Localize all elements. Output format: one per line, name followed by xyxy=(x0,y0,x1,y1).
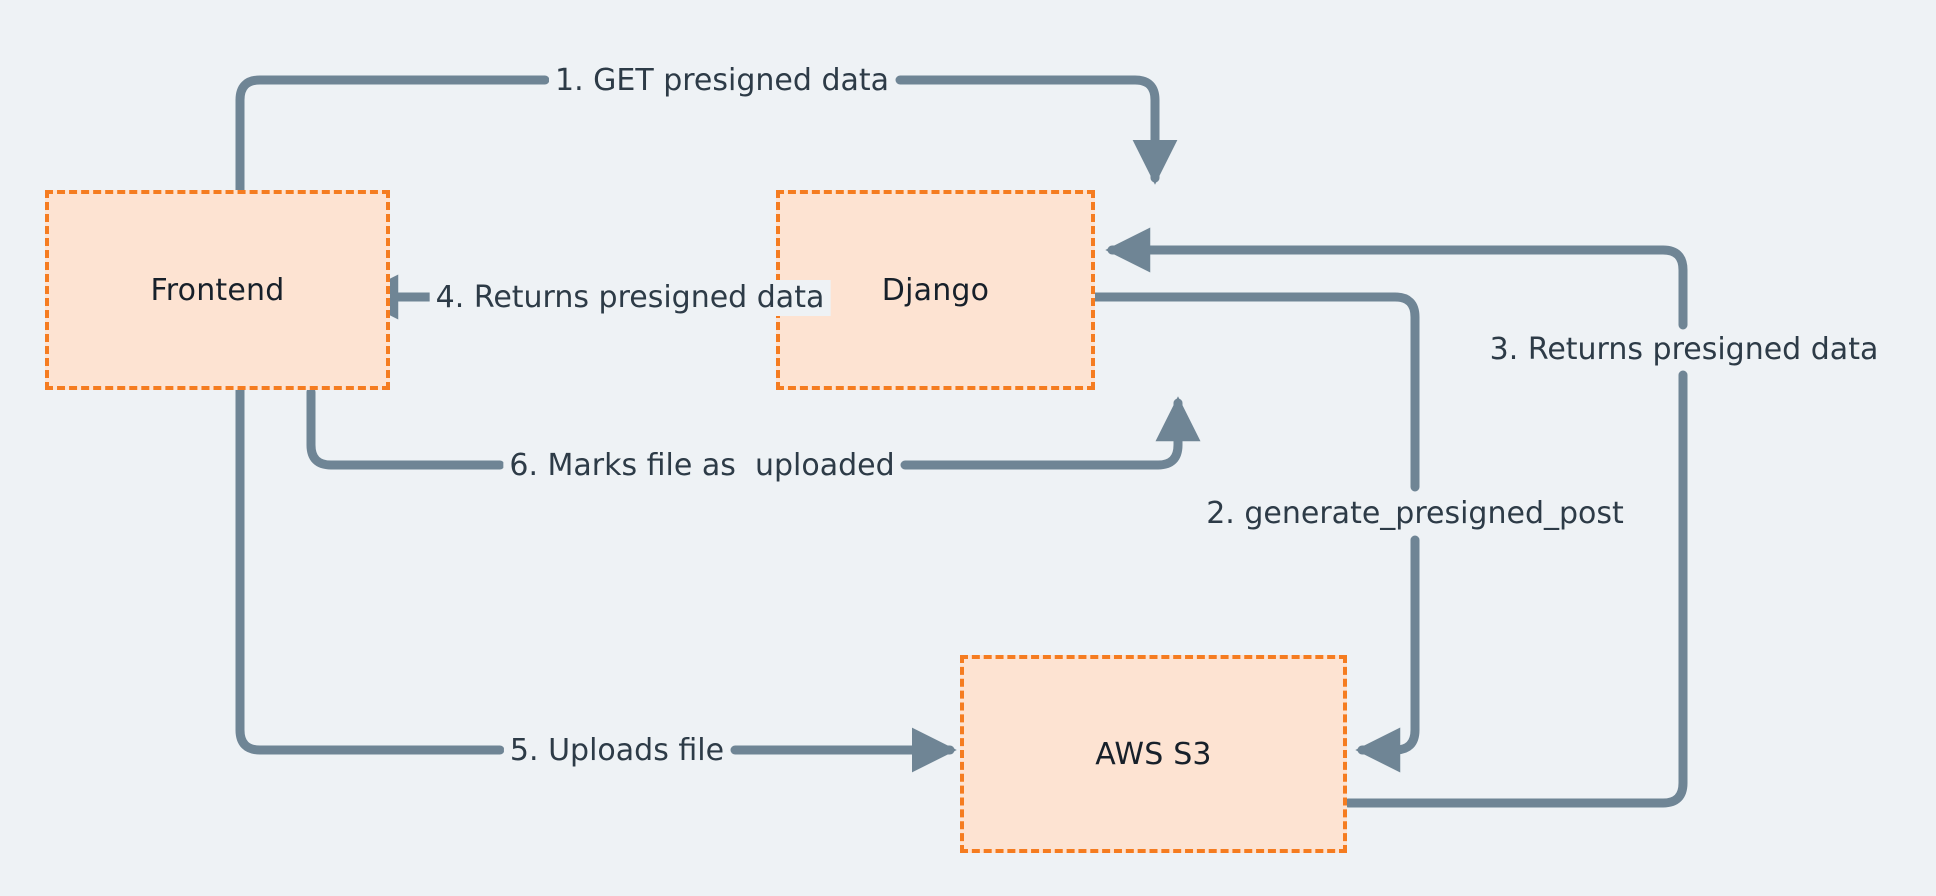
node-frontend-label: Frontend xyxy=(150,272,285,308)
edge-5-path-left xyxy=(235,385,505,755)
node-django-label: Django xyxy=(881,272,990,308)
edge-2-path-bottom xyxy=(1355,535,1420,773)
node-aws-s3[interactable]: AWS S3 xyxy=(960,655,1347,853)
edge-6-path-right xyxy=(900,396,1201,470)
edge-label-5: 5. Uploads file xyxy=(503,733,731,769)
edge-label-2: 2. generate_presigned_post xyxy=(1200,496,1630,532)
edge-2-path-top xyxy=(1090,292,1420,492)
edge-3-path-top xyxy=(1105,227,1688,330)
edge-label-4: 4. Returns presigned data xyxy=(429,280,831,316)
node-aws-s3-label: AWS S3 xyxy=(1095,736,1212,772)
edge-label-3: 3. Returns presigned data xyxy=(1483,332,1885,368)
edge-1-path-left xyxy=(235,75,550,195)
edge-3-path-bottom xyxy=(1343,370,1688,808)
edge-1-path-right xyxy=(895,75,1178,185)
edge-6-path-left xyxy=(306,387,505,470)
node-frontend[interactable]: Frontend xyxy=(45,190,390,390)
edge-label-6: 6. Marks file as uploaded xyxy=(503,448,901,484)
edge-label-1: 1. GET presigned data xyxy=(548,63,896,99)
